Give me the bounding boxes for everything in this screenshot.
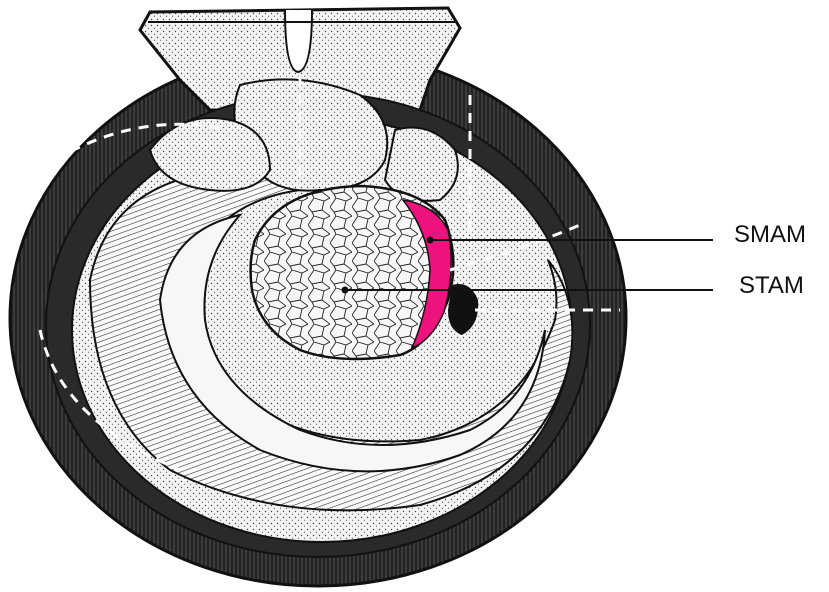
- stam-leader-dot: [342, 287, 349, 294]
- smam-label: SMAM: [734, 221, 806, 248]
- stam-label: STAM: [739, 272, 804, 299]
- smam-leader-dot: [427, 237, 434, 244]
